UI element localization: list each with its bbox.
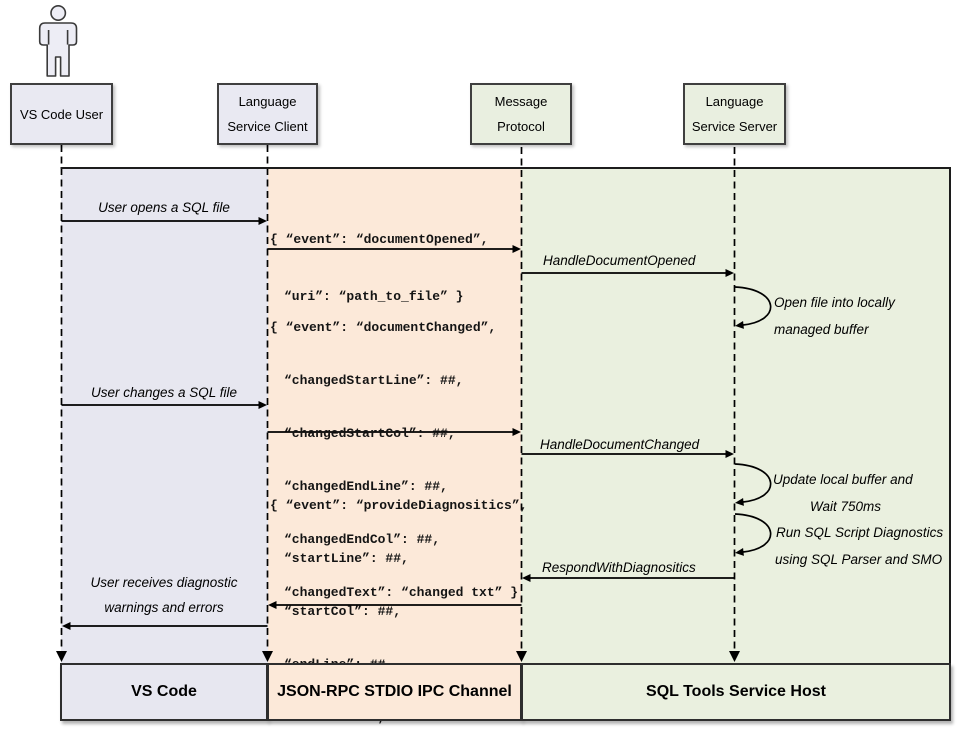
ipc-channel-lane-background [268, 168, 521, 663]
note-open-file-line1: Open file into locally [774, 295, 895, 310]
actor-label: Service Server [691, 119, 778, 134]
note-update-buffer-line1: Update local buffer and [773, 472, 913, 487]
actor-head [50, 5, 67, 21]
service-host-lane-background [521, 168, 951, 663]
payload-line: { “event”: “documentOpened”, [270, 232, 489, 247]
vscode-lane-background [61, 168, 268, 663]
label-user-changes-sql-file: User changes a SQL file [90, 385, 238, 400]
actor-label: Protocol [497, 119, 545, 134]
label-user-receives-line2: warnings and errors [104, 600, 224, 615]
payload-line: “changedStartCol”: ##, [284, 426, 456, 441]
actor-body [38, 22, 78, 77]
actor-box-language-service-client: Language Service Client [217, 83, 318, 145]
actor-label: Language [705, 94, 764, 109]
footer-label: JSON-RPC STDIO IPC Channel [277, 683, 512, 700]
note-open-file-line2: managed buffer [774, 322, 869, 337]
payload-document-opened: { “event”: “documentOpened”, “uri”: “pat… [268, 196, 488, 340]
actor-label: Service Client [227, 119, 308, 134]
footer-box-ipc-channel: JSON-RPC STDIO IPC Channel [267, 663, 522, 721]
user-actor-icon [38, 5, 78, 77]
payload-line: { “event”: “documentChanged”, [270, 320, 497, 335]
actor-label: Message [494, 94, 548, 109]
footer-label: SQL Tools Service Host [646, 683, 826, 700]
actor-label: VS Code User [19, 106, 104, 122]
payload-line: “changedEndCol”: ##, [284, 532, 441, 547]
label-user-receives-line1: User receives diagnostic [90, 575, 238, 590]
payload-line: “changedText”: “changed txt” } [284, 585, 519, 600]
actor-box-vscode-user: VS Code User [10, 83, 113, 145]
note-run-diagnostics-line1: Run SQL Script Diagnostics [776, 525, 944, 540]
payload-line: “changedStartLine”: ##, [284, 373, 464, 388]
footer-label: VS Code [131, 683, 197, 700]
label-respond-with-diagnostics: RespondWithDiagnositics [542, 560, 696, 575]
note-update-buffer-line2: Wait 750ms [810, 499, 882, 514]
footer-box-service-host: SQL Tools Service Host [521, 663, 951, 721]
payload-line: “startCol”: ##, [284, 604, 402, 619]
label-user-opens-sql-file: User opens a SQL file [98, 200, 230, 215]
payload-line: “changedEndLine”: ##, [284, 479, 448, 494]
payload-line: “startLine”: ##, [284, 551, 409, 566]
payload-document-changed: { “event”: “documentChanged”, “changedSt… [268, 286, 518, 634]
label-handle-document-opened: HandleDocumentOpened [543, 253, 696, 268]
note-run-diagnostics-line2: using SQL Parser and SMO [775, 552, 943, 567]
actor-box-message-protocol: Message Protocol [470, 83, 572, 145]
footer-box-vscode: VS Code [60, 663, 268, 721]
payload-line: { “event”: “provideDiagnositics”, [270, 498, 528, 513]
actor-box-language-service-server: Language Service Server [683, 83, 786, 145]
actor-label: Language [238, 94, 297, 109]
label-handle-document-changed: HandleDocumentChanged [540, 437, 700, 452]
payload-line: “uri”: “path_to_file” } [284, 289, 464, 304]
